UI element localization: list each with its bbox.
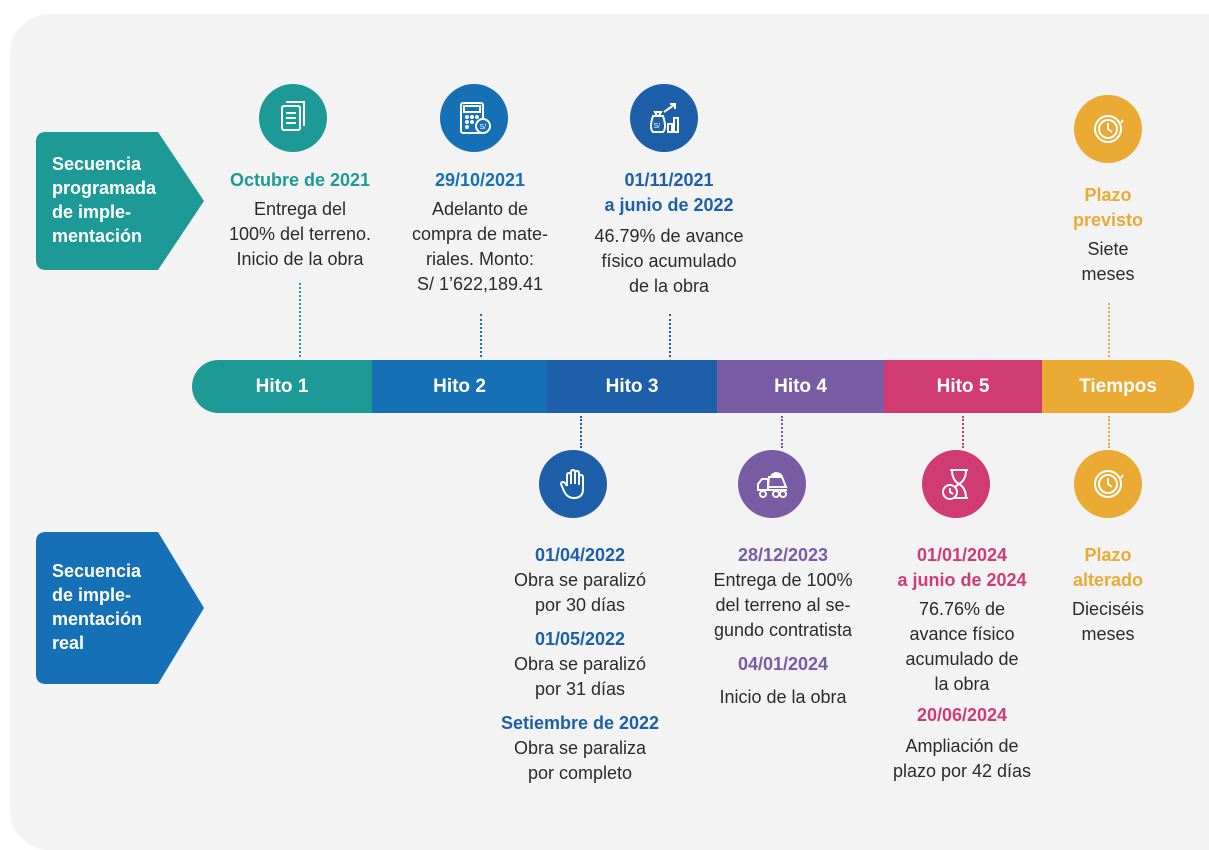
bar-hito-2: Hito 2 [372,360,547,413]
bottom-hito-3-text-1: Obra se paralizó por 30 días [513,570,647,615]
side-label-programada-text: Secuencia programada de imple- mentación [52,154,157,246]
bar-tiempos: Tiempos [1042,360,1194,413]
top-tiempos-text: Siete meses [1081,239,1135,284]
top-block-tiempos: Plazo previsto Siete meses [1043,183,1173,287]
bottom-hito-5-date-2: 20/06/2024 [916,705,1008,725]
clock-icon-top [1074,95,1142,163]
bottom-hito-3-date-1: 01/04/2022 [534,545,626,565]
hourglass-icon [922,450,990,518]
bottom-hito-4-date-2: 04/01/2024 [737,654,829,674]
top-hito-3-text: 46.79% de avance físico acumulado de la … [594,226,744,296]
bar-hito-5: Hito 5 [884,360,1042,413]
bar-hito-4-label: Hito 4 [774,375,827,397]
bottom-block-tiempos: Plazo alterado Dieciséis meses [1043,543,1173,647]
money-growth-icon: S/ [630,84,698,152]
bottom-hito-3-date-2: 01/05/2022 [534,629,626,649]
bottom-hito-4-date-1: 28/12/2023 [737,545,829,565]
bar-hito-3-label: Hito 3 [605,375,659,397]
top-hito-2-text: Adelanto de compra de mate- riales. Mont… [411,199,549,294]
bottom-hito-5-text-1: 76.76% de avance físico acumulado de la … [905,599,1019,694]
calculator-icon: S/ [440,84,508,152]
bottom-hito-5-text-2: Ampliación de plazo por 42 días [892,736,1032,781]
dump-truck-icon [738,450,806,518]
bar-hito-1: Hito 1 [192,360,372,413]
document-icon [259,84,327,152]
connector-top-tiempos [1108,303,1110,357]
bottom-hito-3-date-3: Setiembre de 2022 [500,713,660,733]
connector-top-h2 [480,314,482,357]
side-label-real-text: Secuencia de imple- mentación real [52,561,143,653]
bottom-tiempos-text: Dieciséis meses [1071,599,1145,644]
top-block-hito-2: 29/10/2021 Adelanto de compra de mate- r… [385,168,575,297]
bar-hito-2-label: Hito 2 [433,375,486,397]
bottom-hito-3-text-2: Obra se paralizó por 31 días [513,654,647,699]
connector-top-h1 [299,283,301,357]
background-panel [10,14,1209,850]
bottom-block-hito-4: 28/12/2023 Entrega de 100% del terreno a… [693,543,873,710]
connector-top-h3 [669,314,671,357]
bar-tiempos-label: Tiempos [1079,375,1157,397]
bar-hito-1-label: Hito 1 [255,375,309,397]
svg-text:S/: S/ [480,124,487,131]
top-hito-1-date: Octubre de 2021 [229,170,371,190]
top-hito-1-text: Entrega del 100% del terreno. Inicio de … [228,199,372,269]
bar-hito-4: Hito 4 [717,360,884,413]
bar-hito-5-label: Hito 5 [936,375,990,397]
bottom-tiempos-label: Plazo alterado [1072,545,1144,590]
top-block-hito-3: 01/11/2021 a junio de 2022 46.79% de ava… [569,168,769,299]
stop-hand-icon [539,450,607,518]
bottom-block-hito-3: 01/04/2022 Obra se paralizó por 30 días … [475,543,685,786]
bottom-hito-5-date-1: 01/01/2024 a junio de 2024 [897,545,1027,590]
side-label-programada: Secuencia programada de imple- mentación [36,132,206,270]
bar-hito-3: Hito 3 [547,360,717,413]
side-label-real: Secuencia de imple- mentación real [36,532,206,684]
clock-icon-bottom [1074,450,1142,518]
bottom-hito-3-text-3: Obra se paraliza por completo [513,738,647,783]
connector-bottom-h4 [781,416,783,448]
top-hito-3-date: 01/11/2021 a junio de 2022 [604,170,734,215]
bottom-hito-4-text-2: Inicio de la obra [719,687,847,707]
bottom-hito-4-text-1: Entrega de 100% del terreno al se- gundo… [713,570,853,640]
svg-text:S/: S/ [654,123,661,130]
connector-bottom-tiempos [1108,416,1110,448]
top-tiempos-label: Plazo previsto [1072,185,1144,230]
bottom-block-hito-5: 01/01/2024 a junio de 2024 76.76% de ava… [872,543,1052,784]
connector-bottom-h3 [580,416,582,448]
top-block-hito-1: Octubre de 2021 Entrega del 100% del ter… [205,168,395,272]
top-hito-2-date: 29/10/2021 [434,170,526,190]
connector-bottom-h5 [962,416,964,448]
